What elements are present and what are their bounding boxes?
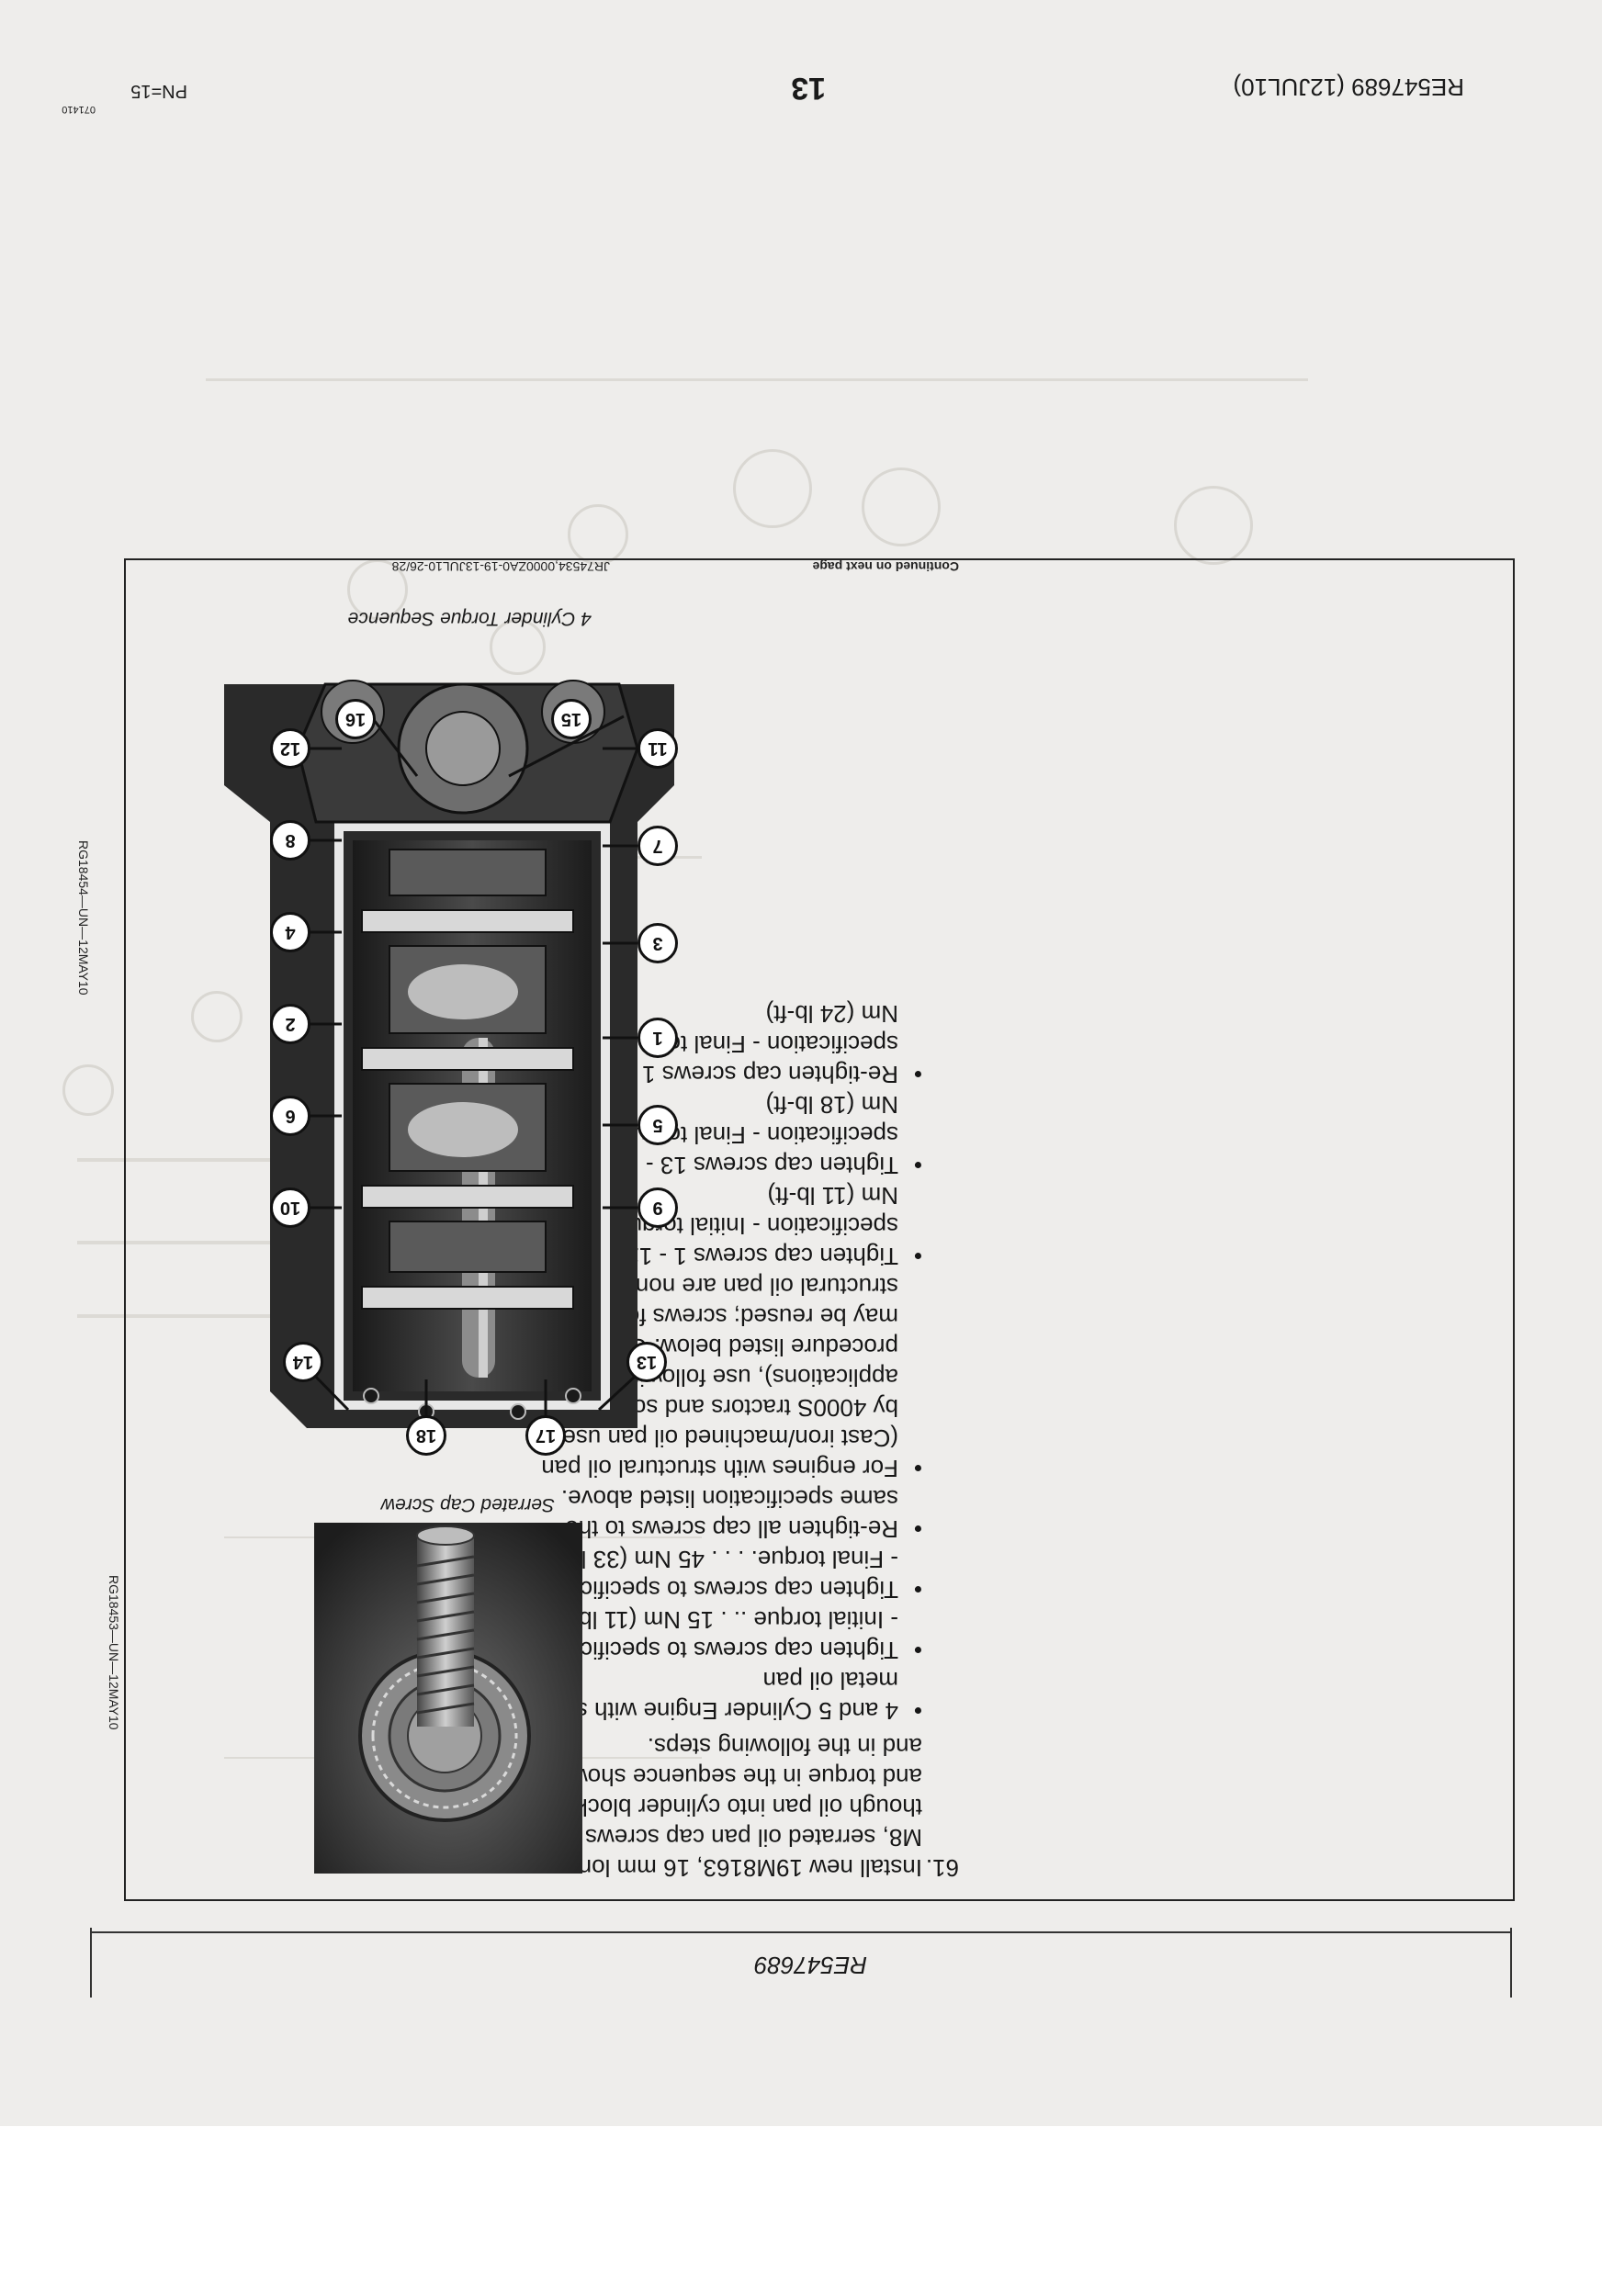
sequence-caption: 4 Cylinder Torque Sequence <box>347 608 592 629</box>
page-number: 13 <box>791 71 826 106</box>
header-frame-left-tick <box>1510 1928 1512 1998</box>
callout-14: 14 <box>283 1342 323 1382</box>
callout-3: 3 <box>637 923 678 963</box>
callout-15: 15 <box>551 699 592 739</box>
callout-11: 11 <box>637 728 678 769</box>
callout-5: 5 <box>637 1105 678 1145</box>
pn-label: PN=15 <box>130 81 187 101</box>
torque-sequence-figure: 13 17 18 14 9 5 1 3 7 11 10 6 2 4 8 12 1… <box>96 638 739 1483</box>
callout-2: 2 <box>270 1004 310 1044</box>
revision-line: RE547689 (12JUL10) <box>1233 73 1465 101</box>
callout-18: 18 <box>406 1415 446 1456</box>
callout-4: 4 <box>270 912 310 952</box>
callout-8: 8 <box>270 820 310 861</box>
step-intro: Install new 19M8163, 16 mm long x M8, se… <box>547 1733 922 1882</box>
step-number: 61. <box>925 1854 959 1882</box>
callout-10: 10 <box>270 1187 310 1228</box>
callout-16: 16 <box>335 699 376 739</box>
callout-6: 6 <box>270 1096 310 1136</box>
callout-13: 13 <box>626 1342 667 1382</box>
callout-17: 17 <box>525 1415 566 1456</box>
screw-figure-ref: RG18453—UN—12MAY10 <box>107 1575 121 1730</box>
callout-7: 7 <box>637 826 678 866</box>
serrated-screw-photo <box>314 1523 582 1874</box>
header-frame-right-tick <box>90 1928 92 1998</box>
callout-9: 9 <box>637 1187 678 1228</box>
engine-block-illustration <box>224 680 674 1428</box>
printed-page: RE547689 61. Install new 19M8163, 16 mm … <box>62 71 1515 1998</box>
serrated-screw-illustration <box>314 1523 582 1874</box>
screw-caption: Serrated Cap Screw <box>380 1494 555 1515</box>
callout-12: 12 <box>270 728 310 769</box>
module-ref: JR74534,0000ZA0-19-13JUL10-26/28 <box>391 559 610 574</box>
header-doc-number: RE547689 <box>754 1952 867 1979</box>
continued-note: Continued on next page <box>812 559 959 574</box>
date-code: 071410 <box>62 104 96 115</box>
sequence-figure-ref: RG18454—UN—12MAY10 <box>76 840 91 996</box>
callout-1: 1 <box>637 1018 678 1058</box>
header-frame <box>90 1931 1512 1933</box>
scan-area: RE547689 61. Install new 19M8163, 16 mm … <box>0 0 1602 2126</box>
